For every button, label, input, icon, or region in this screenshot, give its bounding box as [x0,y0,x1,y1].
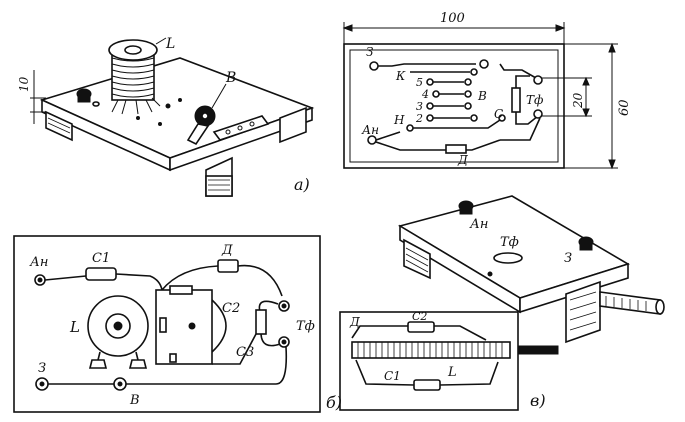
caption-v: в) [530,391,546,410]
terminal-knob [76,88,100,107]
label-z-top: З [366,45,373,59]
label-v-top: В [477,89,487,103]
variable-capacitor-knob [186,105,216,146]
label-l-b: L [69,318,80,336]
label-c2-v: C2 [412,310,427,323]
label-tf-b: Тф [296,319,315,334]
label-s-top: С [494,107,503,121]
coil-label: L [165,36,175,52]
label-tf-top: Тф [526,93,543,107]
label-c1-v: C1 [384,369,401,383]
label-tf-v: Тф [500,235,519,250]
label-5-top: 5 [416,76,423,89]
label-2-top: 2 [415,112,423,125]
height-dim-label: 10 [17,76,31,92]
caption-a: а) [294,175,310,194]
fig-b-wiring [13,235,321,413]
label-z-b: З [38,361,46,376]
label-n-top: Н [393,113,405,127]
fig-a-perspective-board [39,37,315,197]
height-dimension [30,70,46,124]
fig-v-perspective-box [397,195,665,344]
switch-label: В [225,70,236,86]
fig-v-bottom-view [339,311,559,411]
label-z-v: З [564,251,572,266]
label-c1-b: C1 [92,251,110,266]
coil-l-drawing [108,39,161,115]
label-d-v: Д [349,315,360,329]
spacing-dim: 20 [571,92,585,109]
label-c3-b: C3 [236,345,254,360]
label-v-b: В [129,393,140,408]
board-width-dim: 100 [440,11,465,26]
label-k-top: К [395,69,406,83]
label-an-top: Ан [361,123,379,137]
label-an-b: Ан [29,255,48,270]
label-3-top: 3 [416,100,423,113]
label-d-top: Д [457,153,468,167]
label-an-v: Ан [469,217,488,232]
board-height-dim: 60 [617,99,632,116]
label-4-top: 4 [421,88,429,101]
label-d-b: Д [221,243,233,258]
caption-b: б) [326,393,342,412]
label-l-v: L [447,365,457,380]
label-c2-b: C2 [222,301,240,316]
fig-a-top-view [342,22,618,170]
